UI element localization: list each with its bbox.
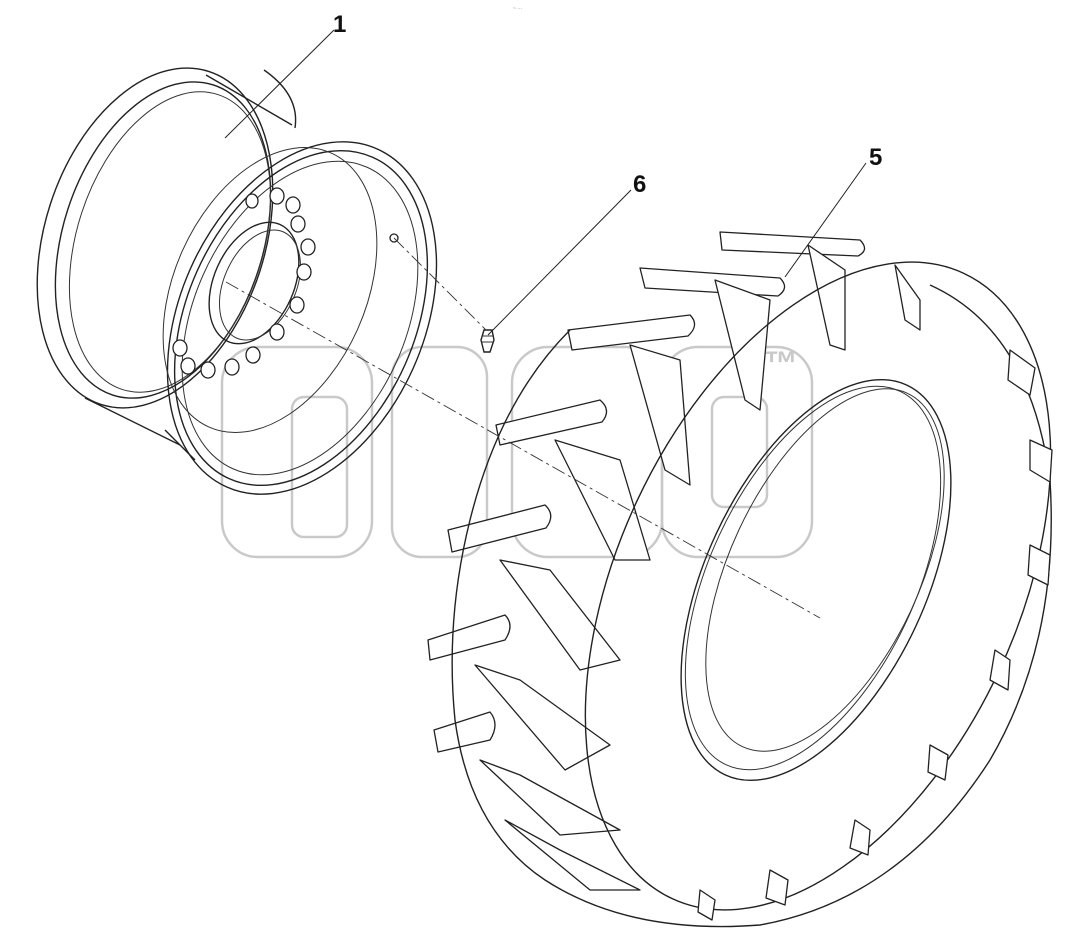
rim-bolt-holes <box>172 187 316 379</box>
top-mark: ~ ··· <box>513 6 523 12</box>
callout-rim-label: 1 <box>333 11 347 38</box>
rim-part <box>36 67 438 495</box>
leader-6 <box>487 189 632 336</box>
leader-5 <box>784 162 867 278</box>
tire-part <box>427 231 1053 928</box>
callout-tire-label: 5 <box>869 144 883 171</box>
callout-valve-label: 6 <box>633 171 647 198</box>
assembly-axis-lines <box>225 237 821 619</box>
leader-1 <box>224 29 335 139</box>
leader-lines <box>224 29 867 336</box>
valve-part <box>480 329 495 353</box>
watermark-trademark: ™ <box>764 345 798 383</box>
